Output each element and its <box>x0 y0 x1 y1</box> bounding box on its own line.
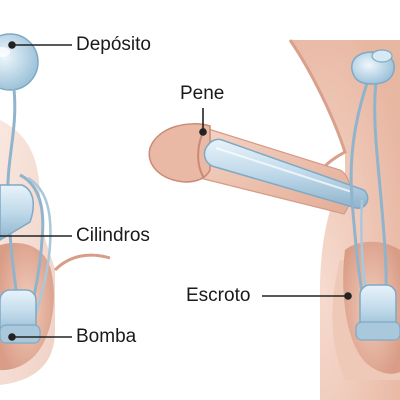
leader-bomba-dot <box>8 333 16 341</box>
left-tube-3 <box>27 176 52 321</box>
right-cylinder-highlight <box>215 147 353 193</box>
label-bomba: Bomba <box>76 326 137 347</box>
label-deposito: Depósito <box>76 34 151 55</box>
left-thigh-contour <box>53 253 111 272</box>
right-pump-base <box>355 321 400 341</box>
left-reservoir-highlight <box>0 47 10 57</box>
right-anatomy <box>148 39 400 400</box>
label-pene: Pene <box>180 83 225 104</box>
leader-lines <box>0 41 352 341</box>
right-reservoir-cap <box>371 49 393 63</box>
leader-pene-dot <box>199 128 207 136</box>
left-cylinder <box>0 184 35 241</box>
leader-deposito-dot <box>8 41 16 49</box>
label-cilindros: Cilindros <box>76 225 150 246</box>
label-escroto: Escroto <box>186 285 251 306</box>
leader-escroto-dot <box>344 292 352 300</box>
left-reservoir <box>0 33 39 91</box>
left-pump-base <box>0 324 41 344</box>
